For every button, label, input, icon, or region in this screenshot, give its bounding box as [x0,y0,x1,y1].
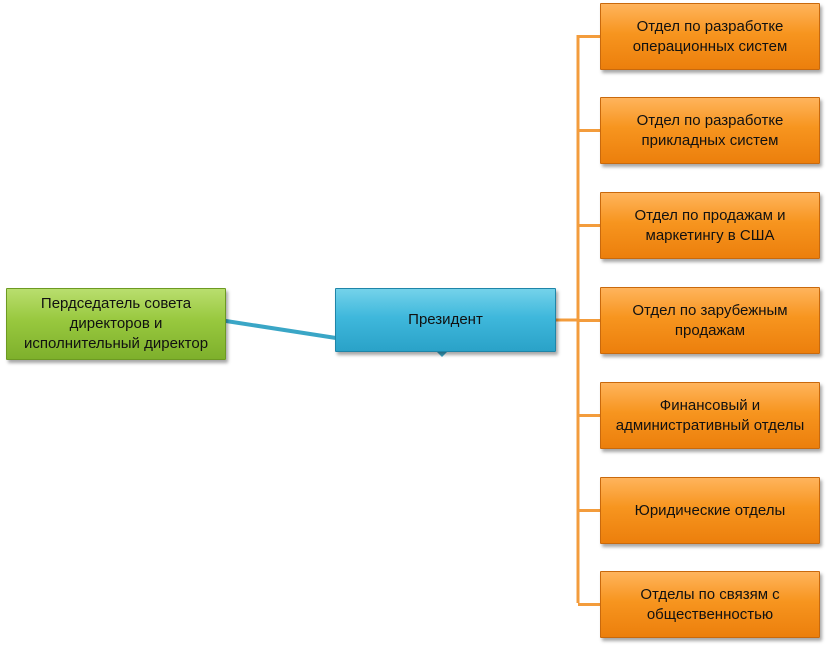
president-label: Президент [408,311,483,328]
dept-label: Отдел по разработке операционных систем [632,17,788,55]
root-to-president-connector [224,319,338,340]
dept-foreign-sales-node[interactable]: Отдел по зарубежным продажам [600,287,820,354]
dept-label: Отдел по продажам и маркетингу в США [634,206,786,244]
chairman-label: Перд­седатель совета директоров и исполн… [23,295,209,352]
dept-label: Отдел по зарубежным продажам [632,301,788,339]
department-branch-lines [578,35,600,606]
dept-app-development-node[interactable]: Отдел по разработке прикладных систем [600,97,820,164]
dept-os-development-node[interactable]: Отдел по разработке операционных систем [600,3,820,70]
dept-public-relations-node[interactable]: Отделы по связям с общественностью [600,571,820,638]
dept-us-sales-marketing-node[interactable]: Отдел по продажам и маркетингу в США [600,192,820,259]
dept-label: Финансовый и административный отделы [615,396,805,434]
dept-label: Отдел по разработке прикладных систем [636,111,784,149]
president-node[interactable]: Президент [335,288,556,352]
dept-label: Юридические отделы [634,501,786,519]
dept-legal-node[interactable]: Юридические отделы [600,477,820,544]
dept-finance-admin-node[interactable]: Финансовый и административный отделы [600,382,820,449]
dept-label: Отделы по связям с общественностью [640,585,780,623]
president-arrow-tip [437,352,447,357]
chairman-node[interactable]: Перд­седатель совета директоров и исполн… [6,288,226,360]
